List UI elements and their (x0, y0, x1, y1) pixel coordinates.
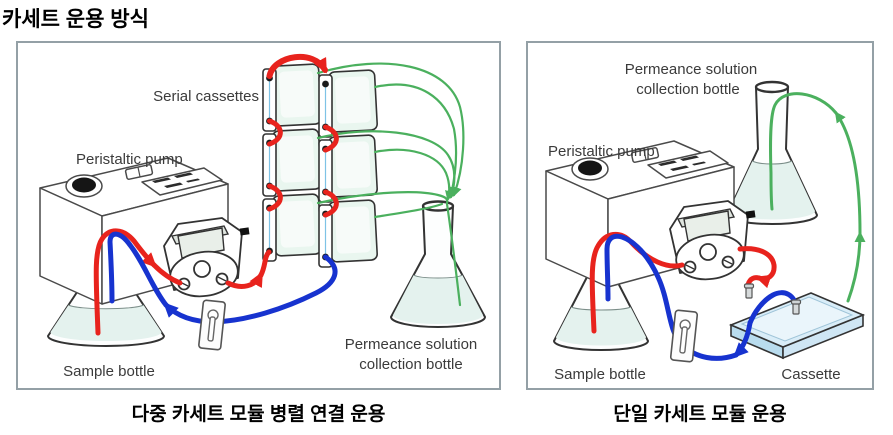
multi-cassette-figure: Serial cassettes Peristaltic pump Sample… (39, 53, 486, 380)
single-cassette-caption: 단일 카세트 모듈 운용 (613, 404, 787, 425)
permeate-tubes (316, 62, 465, 307)
single-cassette-figure: Permeance solution collection bottle Per… (545, 61, 866, 383)
peristaltic-pump-label: Peristaltic pump (76, 151, 183, 168)
tube-clamp (198, 299, 226, 351)
feed-tube (93, 53, 339, 336)
permeate-tube (768, 92, 866, 303)
collection-bottle-label-line2: collection bottle (359, 356, 462, 373)
cassette (728, 292, 866, 360)
collection-bottle-label-line1: Permeance solution (345, 336, 478, 353)
single-cassette-panel: Permeance solution collection bottle Per… (526, 41, 874, 390)
sample-bottle-label: Sample bottle (63, 363, 155, 380)
tube-clamp (669, 309, 699, 363)
pump-knob (578, 160, 602, 176)
collection-bottle-label-line1: Permeance solution (625, 61, 758, 78)
pump-switch (124, 164, 154, 180)
collection-bottle-flask (390, 200, 486, 328)
cassette-port-fitting (790, 299, 802, 315)
page-title: 카세트 운용 방식 (2, 8, 149, 31)
pump-head (163, 217, 250, 298)
pump-control-panel (141, 167, 223, 196)
pump-switch (630, 147, 660, 163)
serial-cassettes-label: Serial cassettes (153, 88, 259, 105)
multi-cassette-panel: Serial cassettes Peristaltic pump Sample… (16, 41, 501, 390)
cassette (262, 193, 323, 262)
multi-cassette-caption: 다중 카세트 모듈 병렬 연결 운용 (131, 404, 386, 425)
cassette-port-fitting (743, 283, 755, 299)
pump-knob (72, 177, 96, 193)
peristaltic-pump-label: Peristaltic pump (548, 143, 655, 160)
sample-bottle-label: Sample bottle (554, 366, 646, 383)
collection-bottle-label-line2: collection bottle (636, 81, 739, 98)
pump-control-panel (647, 150, 729, 179)
peristaltic-pump (39, 157, 250, 305)
cassette-label: Cassette (781, 366, 840, 383)
peristaltic-pump (545, 140, 756, 288)
serial-cassette-stack (262, 63, 379, 268)
pump-head (669, 200, 756, 281)
